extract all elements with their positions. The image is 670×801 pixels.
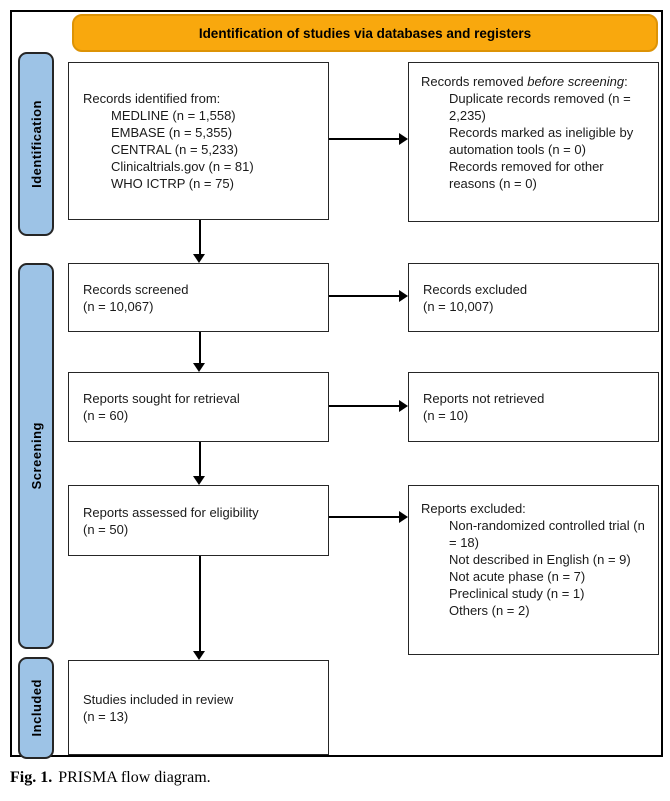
list-item: Others (n = 2): [449, 603, 530, 618]
box-records-identified: Records identified from: MEDLINE (n = 1,…: [68, 62, 329, 220]
arrowhead-right-icon: [399, 400, 408, 412]
list-item: Records removed for other reasons (n = 0…: [449, 159, 604, 191]
phase-label-text: Included: [28, 679, 44, 737]
box-reports-sought: Reports sought for retrieval (n = 60): [68, 372, 329, 442]
connector-identified-to-screened: [199, 220, 201, 254]
connector-sought-to-notretrieved: [329, 405, 399, 407]
arrowhead-right-icon: [399, 511, 408, 523]
box-line1: Records excluded: [423, 281, 528, 297]
box-line2: (n = 10,007): [423, 298, 494, 314]
box-line1: Studies included in review: [83, 691, 234, 707]
list-item: Duplicate records removed (n = 2,235): [449, 91, 631, 123]
list-item: WHO ICTRP (n = 75): [111, 176, 234, 191]
list-item: Clinicaltrials.gov (n = 81): [111, 159, 254, 174]
box-line2: (n = 50): [83, 521, 129, 537]
phase-label-identification: Identification: [18, 52, 54, 236]
connector-identified-to-removed: [329, 138, 399, 140]
figure-caption: Fig. 1. PRISMA flow diagram.: [10, 769, 211, 787]
box-line2: (n = 13): [83, 708, 129, 724]
box-title: Records identified from:: [83, 91, 221, 106]
box-item-list: MEDLINE (n = 1,558) EMBASE (n = 5,355) CEN…: [83, 107, 322, 192]
box-title: Records removed before screening:: [421, 74, 628, 89]
caption-label: Fig. 1.: [10, 769, 53, 786]
arrowhead-down-icon: [193, 651, 205, 660]
phase-label-text: Screening: [28, 422, 44, 490]
banner-text: Identification of studies via databases …: [198, 25, 532, 41]
box-reports-assessed: Reports assessed for eligibility (n = 50…: [68, 485, 329, 556]
box-line1: Records screened: [83, 281, 189, 297]
arrowhead-down-icon: [193, 476, 205, 485]
list-item: Preclinical study (n = 1): [449, 586, 585, 601]
box-line1: Reports assessed for eligibility: [83, 504, 259, 520]
arrowhead-right-icon: [399, 290, 408, 302]
list-item: Non-randomized controlled trial (n = 18): [449, 518, 645, 550]
caption-text: PRISMA flow diagram.: [58, 769, 211, 786]
box-line2: (n = 10,067): [83, 298, 154, 314]
arrowhead-right-icon: [399, 133, 408, 145]
box-item-list: Non-randomized controlled trial (n = 18)…: [421, 517, 650, 619]
phase-label-text: Identification: [28, 100, 44, 188]
connector-screened-to-excluded: [329, 295, 399, 297]
box-item-list: Duplicate records removed (n = 2,235)Rec…: [421, 90, 650, 192]
box-line2: (n = 10): [423, 408, 469, 423]
box-line1: Reports sought for retrieval: [83, 391, 240, 406]
list-item: Records marked as ineligible by automati…: [449, 125, 634, 157]
list-item: Not acute phase (n = 7): [449, 569, 586, 584]
banner-identification-header: Identification of studies via databases …: [72, 14, 658, 52]
connector-screened-to-sought: [199, 332, 201, 363]
box-reports-excluded: Reports excluded: Non-randomized control…: [408, 485, 659, 655]
list-item: EMBASE (n = 5,355): [111, 125, 233, 140]
connector-assessed-to-included: [199, 556, 201, 651]
list-item: CENTRAL (n = 5,233): [111, 142, 239, 157]
box-reports-not-retrieved: Reports not retrieved (n = 10): [408, 372, 659, 442]
box-records-removed: Records removed before screening: Duplic…: [408, 62, 659, 222]
box-line2: (n = 60): [83, 408, 129, 423]
box-records-screened: Records screened (n = 10,067): [68, 263, 329, 332]
connector-assessed-to-reportsexcluded: [329, 516, 399, 518]
connector-sought-to-assessed: [199, 442, 201, 476]
list-item: Not described in English (n = 9): [449, 552, 631, 567]
arrowhead-down-icon: [193, 363, 205, 372]
box-title: Reports excluded:: [421, 501, 526, 516]
italic-phrase: before screening: [527, 74, 625, 89]
arrowhead-down-icon: [193, 254, 205, 263]
box-line1: Reports not retrieved: [423, 391, 545, 406]
phase-label-screening: Screening: [18, 263, 54, 649]
list-item: MEDLINE (n = 1,558): [111, 108, 236, 123]
box-studies-included: Studies included in review (n = 13): [68, 660, 329, 755]
phase-label-included: Included: [18, 657, 54, 759]
box-records-excluded: Records excluded (n = 10,007): [408, 263, 659, 332]
